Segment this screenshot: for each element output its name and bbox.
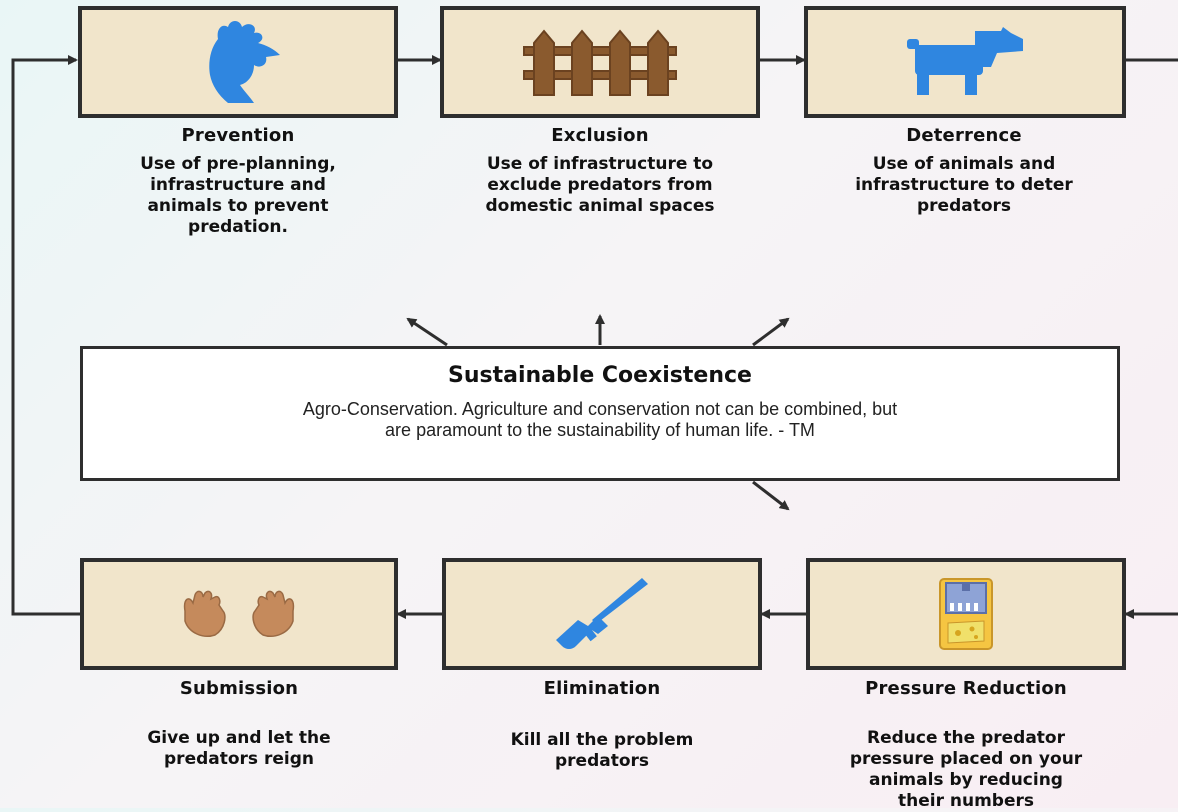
center-title: Sustainable Coexistence xyxy=(448,363,752,388)
desc-line: exclude predators from xyxy=(487,175,713,195)
desc-line: Reduce the predator xyxy=(866,728,1065,748)
arrow-center-up-right xyxy=(752,317,790,347)
prevention-title: Prevention xyxy=(181,125,295,146)
pressure-reduction-box xyxy=(806,558,1126,670)
desc-line: predators xyxy=(554,751,650,771)
prevention-box xyxy=(78,6,398,118)
deterrence-desc: Use of animals and infrastructure to det… xyxy=(804,154,1124,217)
desc-line: Give up and let the xyxy=(147,728,331,748)
desc-line: predation. xyxy=(188,217,288,237)
desc-line: predators xyxy=(916,196,1012,216)
elimination-desc: Kill all the problem predators xyxy=(442,730,762,772)
prevention-desc: Use of pre-planning, infrastructure and … xyxy=(78,154,398,238)
elimination-title: Elimination xyxy=(543,678,661,699)
exclusion-desc: Use of infrastructure to exclude predato… xyxy=(440,154,760,217)
desc-line: Use of animals and xyxy=(872,154,1056,174)
center-line: Agro-Conservation. Agriculture and conse… xyxy=(302,399,898,419)
submission-box xyxy=(80,558,398,670)
desc-line: Kill all the problem xyxy=(510,730,694,750)
exclusion-title: Exclusion xyxy=(551,125,649,146)
rifle-icon xyxy=(556,578,648,649)
loop-back-line xyxy=(11,55,80,616)
exclusion-box xyxy=(440,6,760,118)
pressure-reduction-desc: Reduce the predator pressure placed on y… xyxy=(806,728,1126,812)
desc-line: infrastructure and xyxy=(150,175,326,195)
fence-icon xyxy=(523,29,677,96)
desc-line: Use of infrastructure to xyxy=(486,154,714,174)
desc-line: Use of pre-planning, xyxy=(140,154,336,174)
center-line: are paramount to the sustainability of h… xyxy=(385,420,815,440)
submission-title: Submission xyxy=(179,678,299,699)
desc-line: animals by reducing xyxy=(869,770,1063,790)
sustainable-coexistence-box: Sustainable Coexistence Agro-Conservatio… xyxy=(80,346,1120,481)
center-text: Agro-Conservation. Agriculture and conse… xyxy=(123,399,1077,441)
desc-line: infrastructure to deter xyxy=(855,175,1073,195)
trap-icon xyxy=(939,578,993,650)
submission-desc: Give up and let the predators reign xyxy=(80,728,398,770)
desc-line: animals to prevent xyxy=(147,196,329,216)
pressure-reduction-title: Pressure Reduction xyxy=(865,678,1067,699)
dog-icon xyxy=(907,27,1023,95)
raised-hands-icon xyxy=(183,590,295,637)
desc-line: their numbers xyxy=(897,791,1034,811)
elimination-box xyxy=(442,558,762,670)
desc-line: predators reign xyxy=(164,749,314,769)
desc-line: pressure placed on your xyxy=(849,749,1083,769)
deterrence-box xyxy=(804,6,1126,118)
arrow-center-up-left xyxy=(406,317,448,347)
arrow-center-down-right xyxy=(752,480,790,511)
rooster-icon xyxy=(209,21,280,103)
deterrence-title: Deterrence xyxy=(906,125,1022,146)
desc-line: domestic animal spaces xyxy=(485,196,715,216)
